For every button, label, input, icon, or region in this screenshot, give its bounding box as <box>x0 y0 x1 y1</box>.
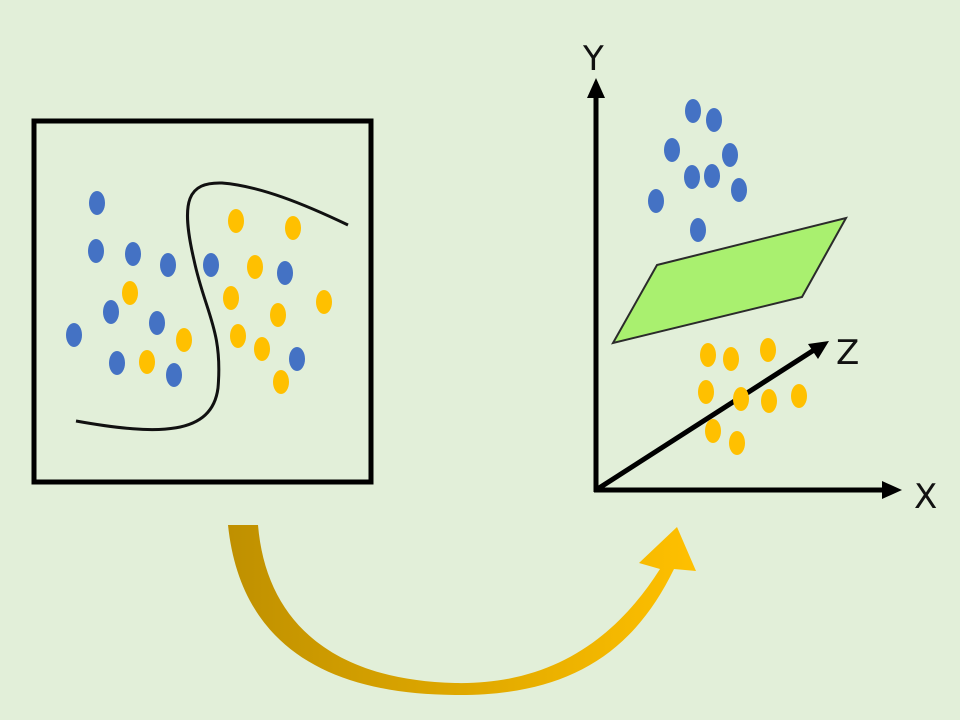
yellow-point <box>700 343 716 367</box>
blue-point <box>648 189 664 213</box>
yellow-point <box>139 350 155 374</box>
feature-space-panel: Y Z X <box>582 39 937 517</box>
yellow-point <box>223 286 239 310</box>
blue-point <box>704 164 720 188</box>
yellow-point <box>270 303 286 327</box>
yellow-point <box>285 216 301 240</box>
yellow-point <box>705 419 721 443</box>
decision-boundary-curve <box>75 181 349 432</box>
feature-yellow-points <box>698 338 807 455</box>
yellow-point <box>230 324 246 348</box>
blue-point <box>166 363 182 387</box>
x-axis-label: X <box>914 477 937 517</box>
feature-blue-points <box>648 99 747 242</box>
x-axis-arrowhead <box>882 481 902 499</box>
z-axis-line <box>594 347 816 493</box>
blue-point <box>690 218 706 242</box>
yellow-point <box>122 281 138 305</box>
input-space-frame <box>31 118 374 485</box>
blue-point <box>203 253 219 277</box>
yellow-point <box>228 209 244 233</box>
yellow-point <box>791 384 807 408</box>
blue-point <box>277 261 293 285</box>
input-yellow-points <box>122 209 332 394</box>
yellow-point <box>723 347 739 371</box>
blue-point <box>722 143 738 167</box>
input-space-panel <box>31 118 374 485</box>
curved-transform-arrow <box>228 525 696 696</box>
y-axis-label: Y <box>582 39 604 79</box>
yellow-point <box>273 370 289 394</box>
yellow-point <box>761 389 777 413</box>
yellow-point <box>254 337 270 361</box>
separating-hyperplane <box>610 216 848 345</box>
z-axis-label: Z <box>836 333 859 373</box>
z-axis-arrowhead <box>808 341 829 359</box>
blue-point <box>109 351 125 375</box>
yellow-point <box>733 387 749 411</box>
blue-point <box>685 99 701 123</box>
blue-point <box>89 191 105 215</box>
blue-point <box>731 178 747 202</box>
yellow-point <box>247 255 263 279</box>
blue-point <box>149 311 165 335</box>
blue-point <box>160 253 176 277</box>
blue-point <box>125 242 141 266</box>
yellow-point <box>698 380 714 404</box>
yellow-point <box>729 431 745 455</box>
blue-point <box>88 239 104 263</box>
blue-point <box>664 138 680 162</box>
input-blue-points <box>66 191 305 387</box>
blue-point <box>706 108 722 132</box>
yellow-point <box>760 338 776 362</box>
blue-point <box>66 323 82 347</box>
blue-point <box>103 300 119 324</box>
y-axis-arrowhead <box>587 78 605 98</box>
yellow-point <box>176 328 192 352</box>
yellow-point <box>316 290 332 314</box>
blue-point <box>289 347 305 371</box>
blue-point <box>684 165 700 189</box>
